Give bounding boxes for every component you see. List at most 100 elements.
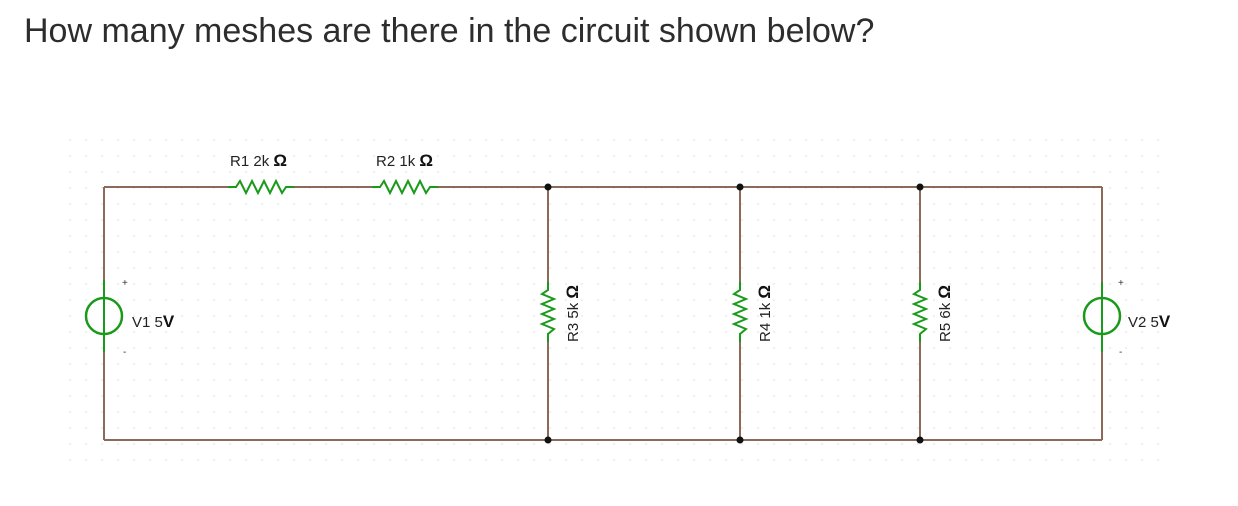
grid-dot bbox=[373, 315, 375, 317]
grid-dot bbox=[1077, 251, 1079, 253]
grid-dot bbox=[293, 203, 295, 205]
grid-dot bbox=[101, 347, 103, 349]
grid-dot bbox=[149, 267, 151, 269]
grid-dot bbox=[501, 139, 503, 141]
grid-dot bbox=[773, 299, 775, 301]
grid-dot bbox=[853, 395, 855, 397]
grid-dot bbox=[661, 235, 663, 237]
grid-dot bbox=[437, 443, 439, 445]
grid-dot bbox=[677, 315, 679, 317]
grid-dot bbox=[213, 379, 215, 381]
grid-dot bbox=[821, 219, 823, 221]
grid-dot bbox=[1061, 315, 1063, 317]
grid-dot bbox=[101, 283, 103, 285]
grid-dot bbox=[597, 411, 599, 413]
grid-dot bbox=[421, 283, 423, 285]
grid-dot bbox=[933, 379, 935, 381]
grid-dot bbox=[645, 219, 647, 221]
grid-dot bbox=[517, 155, 519, 157]
grid-dot bbox=[197, 443, 199, 445]
grid-dot bbox=[565, 459, 567, 461]
grid-dot bbox=[325, 331, 327, 333]
grid-dot bbox=[757, 347, 759, 349]
grid-dot bbox=[1109, 347, 1111, 349]
grid-dot bbox=[229, 139, 231, 141]
grid-dot bbox=[661, 443, 663, 445]
grid-dot bbox=[1109, 379, 1111, 381]
grid-dot bbox=[277, 347, 279, 349]
grid-dot bbox=[1077, 235, 1079, 237]
grid-dot bbox=[1029, 203, 1031, 205]
grid-dot bbox=[1125, 283, 1127, 285]
grid-dot bbox=[533, 443, 535, 445]
grid-dot bbox=[645, 379, 647, 381]
grid-dot bbox=[1013, 427, 1015, 429]
grid-dot bbox=[773, 331, 775, 333]
grid-dot bbox=[789, 427, 791, 429]
grid-dot bbox=[645, 315, 647, 317]
grid-dot bbox=[437, 299, 439, 301]
grid-dot bbox=[869, 219, 871, 221]
grid-dot bbox=[325, 267, 327, 269]
grid-dot bbox=[101, 267, 103, 269]
grid-dot bbox=[629, 267, 631, 269]
grid-dot bbox=[421, 203, 423, 205]
grid-dot bbox=[965, 219, 967, 221]
grid-dot bbox=[149, 203, 151, 205]
grid-dot bbox=[549, 379, 551, 381]
grid-dot bbox=[917, 299, 919, 301]
grid-dot bbox=[533, 363, 535, 365]
grid-dot bbox=[997, 235, 999, 237]
grid-dot bbox=[677, 299, 679, 301]
grid-dot bbox=[293, 155, 295, 157]
grid-dot bbox=[757, 267, 759, 269]
grid-dot bbox=[325, 203, 327, 205]
grid-dot bbox=[197, 139, 199, 141]
grid-dot bbox=[725, 315, 727, 317]
r5-name: R5 bbox=[937, 323, 954, 342]
grid-dot bbox=[677, 379, 679, 381]
grid-dot bbox=[773, 251, 775, 253]
grid-dot bbox=[581, 171, 583, 173]
grid-dot bbox=[837, 347, 839, 349]
grid-dot bbox=[725, 235, 727, 237]
grid-dot bbox=[485, 395, 487, 397]
grid-dot bbox=[117, 203, 119, 205]
grid-dot bbox=[949, 267, 951, 269]
grid-dot bbox=[1029, 395, 1031, 397]
grid-dot bbox=[661, 203, 663, 205]
grid-dot bbox=[901, 363, 903, 365]
grid-dot bbox=[469, 395, 471, 397]
grid-dot bbox=[325, 219, 327, 221]
grid-dot bbox=[421, 251, 423, 253]
grid-dot bbox=[885, 379, 887, 381]
grid-dot bbox=[1061, 363, 1063, 365]
grid-dot bbox=[1013, 459, 1015, 461]
grid-dot bbox=[197, 379, 199, 381]
grid-dot bbox=[869, 283, 871, 285]
grid-dot bbox=[197, 171, 199, 173]
grid-dot bbox=[341, 219, 343, 221]
grid-dot bbox=[69, 411, 71, 413]
grid-dot bbox=[917, 283, 919, 285]
grid-dot bbox=[757, 363, 759, 365]
grid-dot bbox=[693, 395, 695, 397]
grid-dot bbox=[485, 363, 487, 365]
grid-dot bbox=[677, 155, 679, 157]
grid-dot bbox=[325, 379, 327, 381]
grid-dot bbox=[741, 395, 743, 397]
grid-dot bbox=[533, 427, 535, 429]
grid-dot bbox=[453, 459, 455, 461]
grid-dot bbox=[677, 267, 679, 269]
grid-dot bbox=[197, 299, 199, 301]
grid-dot bbox=[229, 299, 231, 301]
grid-dot bbox=[133, 283, 135, 285]
grid-dot bbox=[549, 363, 551, 365]
grid-dot bbox=[773, 395, 775, 397]
grid-dot bbox=[421, 379, 423, 381]
grid-dot bbox=[741, 155, 743, 157]
grid-dot bbox=[245, 379, 247, 381]
grid-dot bbox=[981, 251, 983, 253]
grid-dot bbox=[469, 443, 471, 445]
grid-dot bbox=[245, 283, 247, 285]
